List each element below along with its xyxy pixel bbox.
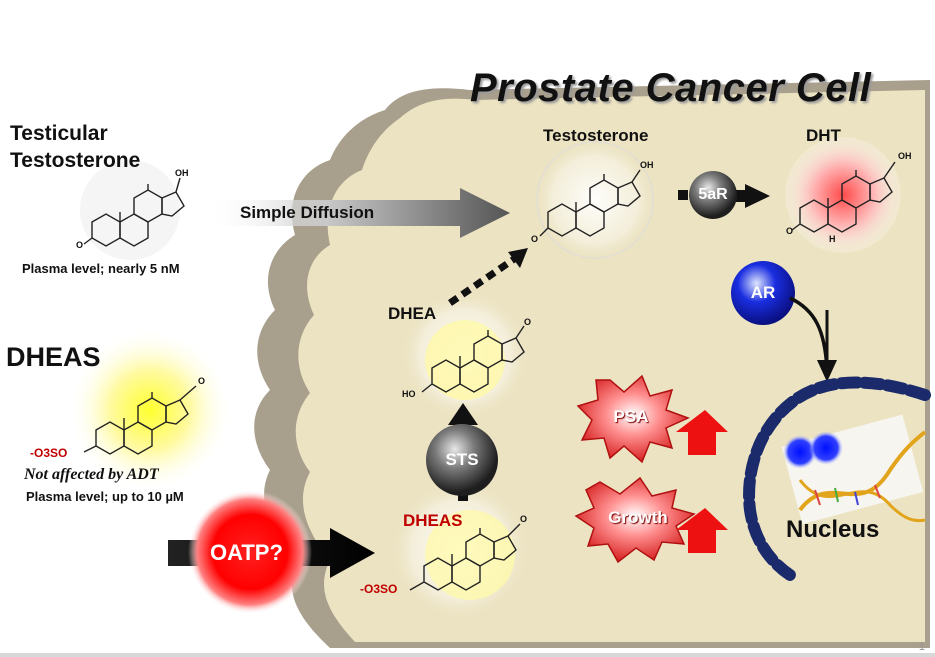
testicular-o-label: O (76, 240, 84, 250)
testosterone-o-label: O (531, 234, 539, 244)
dheas-outer-sulfate: -O3SO (30, 446, 68, 460)
dheas-inner-sulfate: -O3SO (360, 582, 398, 596)
sts-enzyme-label: STS (445, 450, 479, 469)
dheas-outer-o-label: O (198, 376, 206, 386)
dht-o-label: O (786, 226, 794, 236)
testicular-plasma-level: Plasma level; nearly 5 nM (22, 261, 180, 276)
dhea-label: DHEA (388, 304, 437, 323)
dheas-inner-o-label: O (520, 514, 528, 524)
ar-receptor-label: AR (750, 283, 776, 302)
growth-label: Growth (608, 508, 668, 527)
testicular-testosterone-label: Testicular Testosterone (10, 122, 141, 172)
testosterone-label: Testosterone (543, 126, 649, 145)
5ar-enzyme-label: 5aR (698, 186, 728, 203)
oatp-label: OATP? (210, 540, 283, 565)
dht-label: DHT (806, 126, 841, 145)
dheas-plasma-level: Plasma level; up to 10 µM (26, 489, 184, 504)
psa-label: PSA (613, 407, 649, 426)
testicular-oh-label: OH (175, 168, 189, 178)
page-title: Prostate Cancer Cell (470, 66, 872, 110)
slide-footer-line (0, 653, 935, 657)
dhea-o-label: O (524, 317, 532, 327)
dheas-inner-label: DHEAS (403, 511, 463, 530)
testosterone-oh-label: OH (640, 160, 654, 170)
dhea-ho-label: HO (402, 389, 416, 399)
simple-diffusion-label: Simple Diffusion (240, 203, 375, 222)
dheas-title: DHEAS (6, 342, 101, 372)
dht-oh-label: OH (898, 151, 912, 161)
dht-h-label: H (829, 234, 836, 244)
nucleus-label: Nucleus (786, 516, 880, 543)
dheas-adt-note: Not affected by ADT (24, 466, 159, 483)
slide-number: 1 (918, 641, 925, 653)
